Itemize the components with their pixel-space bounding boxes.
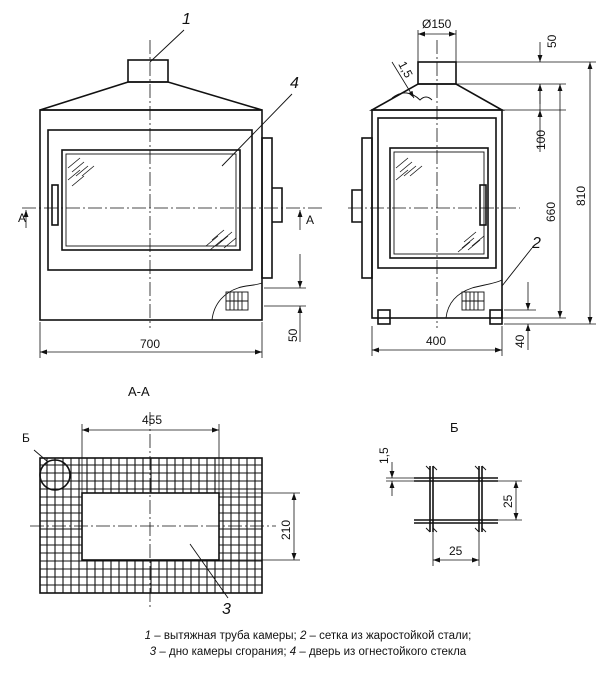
- door-handle-left: [51, 184, 59, 226]
- callout-4: 4: [290, 75, 299, 92]
- caption-line-1: 1 – вытяжная труба камеры; 2 – сетка из …: [144, 630, 472, 642]
- dim-cell-h: 25: [501, 494, 515, 508]
- section-aa-title: А-А: [128, 384, 150, 399]
- chamber-body: [39, 109, 263, 321]
- glass-door: [61, 149, 241, 251]
- leader-1: [149, 29, 185, 63]
- side-cutout: [445, 247, 533, 319]
- hood: [39, 81, 263, 111]
- dim-width-400: 400: [426, 334, 446, 348]
- section-mark-left: A: [18, 211, 26, 225]
- side-leg-right: [489, 309, 503, 325]
- figure-caption: 1 – вытяжная труба камеры; 2 – сетка из …: [0, 628, 616, 660]
- mesh-detail-hatch: [425, 465, 487, 533]
- side-handle-left: [351, 189, 362, 223]
- floor-opening: [81, 492, 220, 561]
- dim-wall: 1,5: [395, 59, 415, 81]
- side-view: 2 Ø150 1,5 50 100 660 810 40: [348, 17, 596, 356]
- dim-leg-40: 40: [513, 334, 527, 348]
- door-handle-right: [272, 187, 283, 223]
- section-mark-right: A: [306, 213, 314, 227]
- front-view: 1 4 A A 700 50: [18, 11, 322, 358]
- leader-3: [189, 543, 229, 599]
- dim-opening-210: 210: [279, 520, 293, 540]
- dim-pipe-dia: Ø150: [422, 17, 452, 31]
- callout-3: 3: [222, 601, 231, 618]
- caption-line-2: 3 – дно камеры сгорания; 4 – дверь из ог…: [149, 646, 467, 658]
- hood-wall-break: [391, 92, 433, 101]
- detail-b-title: Б: [450, 420, 459, 435]
- front-cutout: [211, 282, 263, 321]
- detail-b-circle: [39, 459, 71, 491]
- callout-1: 1: [182, 11, 191, 28]
- mesh-detail: [414, 466, 498, 532]
- dim-hood-100: 100: [534, 130, 548, 150]
- detail-b-ref: Б: [22, 431, 30, 445]
- detail-b: Б 1,5 25 25: [377, 420, 522, 566]
- dim-leg-50: 50: [286, 328, 300, 342]
- dim-total-810: 810: [574, 186, 588, 206]
- side-leg-left: [377, 309, 391, 325]
- callout-2: 2: [531, 235, 541, 252]
- dim-opening-455: 455: [142, 413, 162, 427]
- glass-inner-edge: [65, 153, 237, 247]
- dim-width-700: 700: [140, 337, 160, 351]
- leader-4: [221, 93, 293, 167]
- dim-wire: 1,5: [377, 447, 391, 464]
- dim-cell-w: 25: [449, 544, 463, 558]
- section-aa: А-А: [22, 384, 300, 618]
- side-glass-reflection-marks: [395, 157, 485, 253]
- dim-pipe-50: 50: [545, 34, 559, 48]
- glass-reflection-marks: [67, 157, 237, 251]
- exhaust-pipe: [127, 59, 169, 83]
- dim-body-660: 660: [544, 202, 558, 222]
- side-glass: [389, 147, 489, 259]
- side-handle-right: [479, 184, 487, 226]
